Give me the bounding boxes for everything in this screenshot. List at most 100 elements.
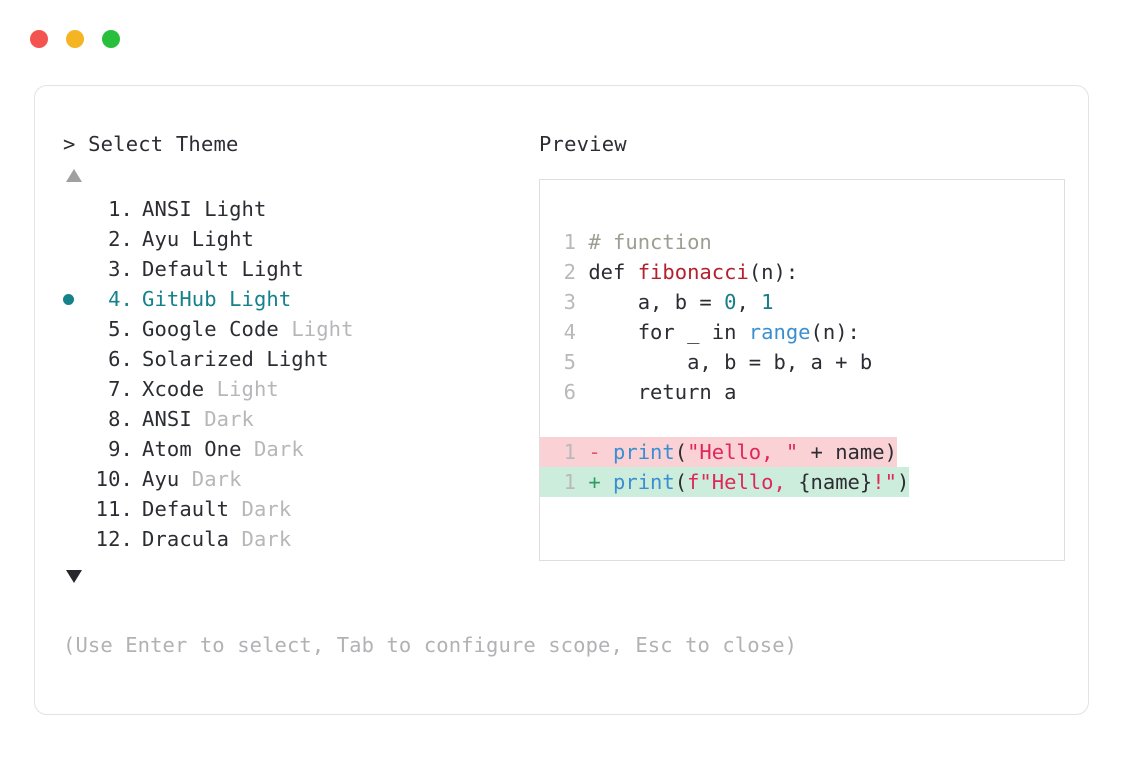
code-blank-line (554, 407, 909, 437)
code-gutter-gap (576, 320, 588, 344)
code-token: + name) (798, 440, 897, 464)
theme-item-index: 5. (108, 317, 133, 341)
code-token: print (613, 470, 675, 494)
code-token: range (748, 320, 811, 344)
code-token: {name} (798, 470, 873, 494)
code-line: 1 # function (554, 227, 909, 257)
triangle-down-icon[interactable] (66, 570, 82, 583)
theme-list-item[interactable]: 1.ANSI Light (63, 194, 533, 224)
theme-list-item[interactable]: 7. Xcode Light (63, 374, 533, 404)
code-line-number: 3 (563, 290, 576, 314)
close-window-button[interactable] (30, 30, 48, 48)
selection-bullet-cell (63, 284, 91, 314)
theme-list-item[interactable]: 2.Ayu Light (63, 224, 533, 254)
theme-list-item[interactable]: 4.GitHub Light (63, 284, 533, 314)
theme-item-index: 1. (108, 197, 133, 221)
theme-item-name: ANSI (142, 407, 192, 431)
theme-list-item[interactable]: 12.Dracula Dark (63, 524, 533, 554)
theme-list-item[interactable]: 6.Solarized Light (63, 344, 533, 374)
theme-item-index: 7. (108, 377, 133, 401)
selection-bullet-cell (63, 194, 91, 224)
diff-added-line: 1 + print(f"Hello, {name}!") (540, 467, 910, 497)
theme-item-name: Solarized (142, 347, 254, 371)
theme-list-item[interactable]: 9. Atom One Dark (63, 434, 533, 464)
minimize-window-button[interactable] (66, 30, 84, 48)
theme-item-index: 12. (95, 527, 133, 551)
code-line: 3 a, b = 0, 1 (554, 287, 909, 317)
theme-list-item[interactable]: 8.ANSI Dark (63, 404, 533, 434)
code-token: for _ in (588, 320, 749, 344)
code-line: 5 a, b = b, a + b (554, 347, 909, 377)
selection-bullet-cell (63, 224, 91, 254)
code-line-number: 2 (563, 260, 576, 284)
code-token: fibonacci (637, 260, 749, 284)
code-token: print (613, 440, 675, 464)
code-gutter-gap (576, 350, 588, 374)
code-token: ( (674, 470, 688, 494)
code-token: , (736, 290, 762, 314)
theme-list-item[interactable]: 3.Default Light (63, 254, 533, 284)
theme-item-name: Atom One (142, 437, 242, 461)
preview-header: Preview (539, 132, 627, 156)
code-line-number: 6 (563, 380, 576, 404)
theme-item-variant: Dark (229, 497, 292, 521)
theme-item-variant: Dark (191, 407, 254, 431)
code-token: 0 (724, 290, 737, 314)
code-token: (n): (810, 320, 860, 344)
code-line: 4 for _ in range(n): (554, 317, 909, 347)
code-token: !" (872, 470, 897, 494)
code-gutter-gap (576, 260, 588, 284)
diff-removed-line: 1 - print("Hello, " + name) (540, 437, 897, 467)
selection-bullet-cell (63, 374, 91, 404)
triangle-up-icon[interactable] (66, 169, 82, 182)
code-token: # function (588, 230, 712, 254)
code-token: a, b = b, a + b (588, 350, 873, 374)
theme-item-index: 4. (108, 287, 133, 311)
code-token: return a (588, 380, 737, 404)
theme-item-index: 11. (95, 497, 133, 521)
code-token: def (588, 260, 638, 284)
theme-item-variant: Light (204, 377, 279, 401)
selection-bullet-cell (63, 434, 91, 464)
theme-item-variant: Light (191, 197, 267, 221)
code-line: 2 def fibonacci(n): (554, 257, 909, 287)
theme-item-variant: Light (229, 257, 304, 281)
theme-item-name: Xcode (142, 377, 205, 401)
theme-list-item[interactable]: 11.Default Dark (63, 494, 533, 524)
selection-bullet-cell (63, 464, 91, 494)
theme-item-name: Google Code (142, 317, 279, 341)
code-line-number: 1 (563, 230, 576, 254)
code-line-number: 4 (563, 320, 576, 344)
code-token: a, b = (588, 290, 725, 314)
selected-bullet-icon (63, 293, 74, 305)
code-token: 1 (761, 290, 774, 314)
maximize-window-button[interactable] (102, 30, 120, 48)
code-gutter-gap (576, 230, 588, 254)
theme-item-variant: Dark (179, 467, 242, 491)
theme-item-variant: Light (253, 347, 329, 371)
code-line-number: 5 (563, 350, 576, 374)
code-token: "Hello, " (687, 440, 799, 464)
theme-list-item[interactable]: 5. Google Code Light (63, 314, 533, 344)
code-gutter-gap (576, 380, 588, 404)
theme-item-index: 9. (108, 437, 133, 461)
theme-item-variant: Light (278, 317, 354, 341)
code-token: ( (674, 440, 688, 464)
theme-list-item[interactable]: 10.Ayu Dark (63, 464, 533, 494)
window-traffic-lights (30, 30, 120, 48)
theme-item-name: Ayu (142, 467, 180, 491)
theme-item-index: 2. (108, 227, 133, 251)
theme-item-variant: Light (216, 287, 292, 311)
selection-bullet-cell (63, 254, 91, 284)
code-token: ) (896, 470, 910, 494)
code-token: f"Hello, (687, 470, 799, 494)
code-line-number: 1 (563, 440, 576, 464)
code-line-number: 1 (563, 470, 576, 494)
theme-item-variant: Dark (241, 437, 304, 461)
